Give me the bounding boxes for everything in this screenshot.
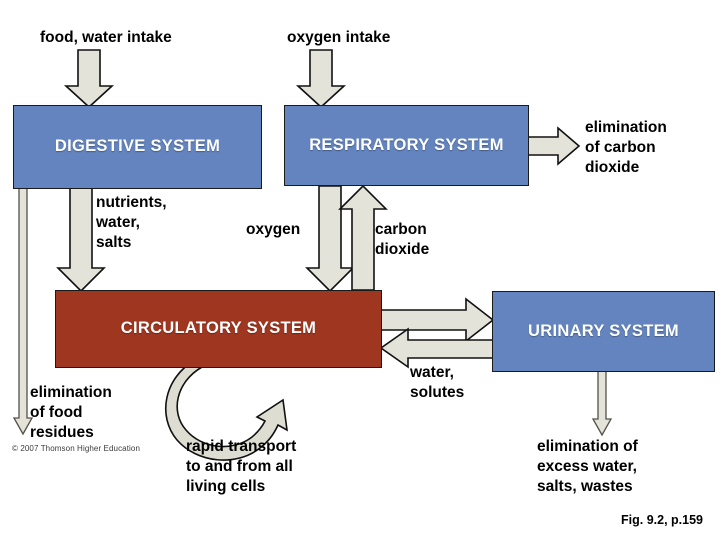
arrow-circulatory-loop <box>164 358 289 461</box>
box-urinary-system[interactable]: URINARY SYSTEM <box>492 291 715 372</box>
arrow-digestive-to-circulatory <box>56 187 106 293</box>
label-water-solutes: water, solutes <box>410 364 465 402</box>
arrow-circulatory-to-respiratory <box>338 184 388 291</box>
label-rapid-transport: rapid transport to and from all living c… <box>186 438 297 496</box>
box-circulatory-system-label: CIRCULATORY SYSTEM <box>120 319 317 338</box>
box-respiratory-system[interactable]: RESPIRATORY SYSTEM <box>284 105 529 186</box>
label-oxygen-intake: oxygen intake <box>287 29 391 46</box>
label-food-water-intake: food, water intake <box>40 29 172 46</box>
label-elimination-of-carbon-dioxide: elimination of carbon dioxide <box>585 119 667 177</box>
label-elimination-of-excess-water: elimination of excess water, salts, wast… <box>537 438 638 496</box>
arrow-food-water-into-digestive <box>63 49 115 109</box>
box-respiratory-system-label: RESPIRATORY SYSTEM <box>309 135 504 154</box>
arrow-oxygen-into-respiratory <box>295 49 347 109</box>
box-digestive-system-label: DIGESTIVE SYSTEM <box>54 137 221 156</box>
label-elimination-of-food-residues: elimination of food residues <box>30 384 112 442</box>
copyright-notice: © 2007 Thomson Higher Education <box>12 444 141 453</box>
box-urinary-system-label: URINARY SYSTEM <box>528 321 679 340</box>
box-digestive-system[interactable]: DIGESTIVE SYSTEM <box>13 105 262 189</box>
arrow-urinary-to-circulatory <box>379 327 496 369</box>
label-nutrients-water-salts: nutrients, water, salts <box>96 194 167 252</box>
arrow-digestive-to-environment <box>12 187 34 436</box>
label-carbon-dioxide: carbon dioxide <box>375 221 430 259</box>
arrow-urinary-to-environment <box>591 370 613 437</box>
arrow-circulatory-to-urinary <box>378 297 495 343</box>
figure-caption: Fig. 9.2, p.159 <box>621 513 703 527</box>
arrow-respiratory-to-circulatory <box>305 185 355 293</box>
box-circulatory-system[interactable]: CIRCULATORY SYSTEM <box>55 290 382 368</box>
arrow-respiratory-to-environment <box>523 126 581 166</box>
label-oxygen: oxygen <box>246 221 301 238</box>
